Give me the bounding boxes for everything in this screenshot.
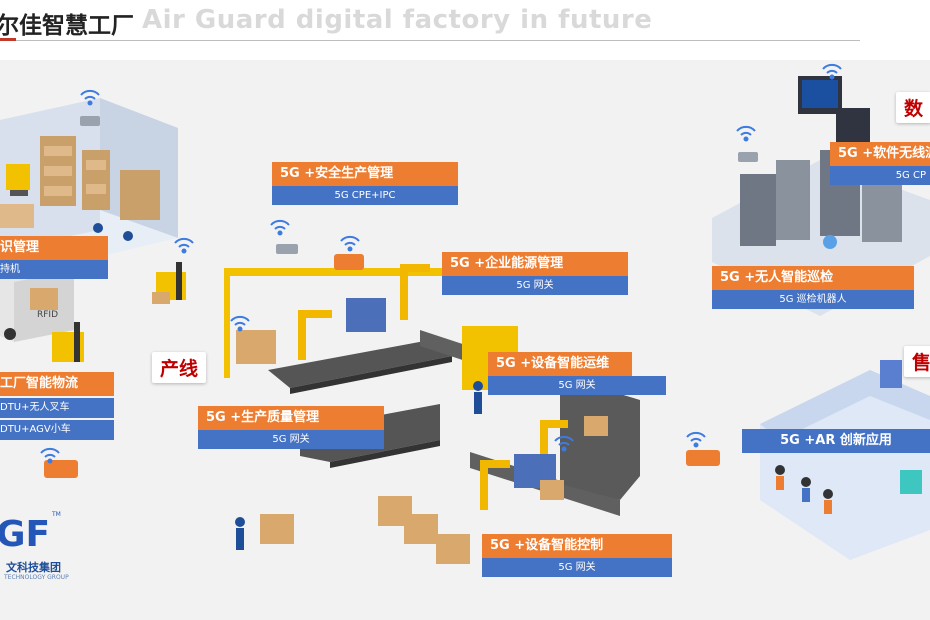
truck-illustration <box>0 262 74 342</box>
header: 尔佳智慧工厂 Air Guard digital factory in futu… <box>0 0 930 46</box>
robot-arms <box>298 264 568 510</box>
label-warehouse-sub: 持机 <box>0 260 108 279</box>
label-control-sub: 5G 网关 <box>482 558 672 577</box>
forklift-illustrations <box>52 262 186 362</box>
label-control-title: 5G +设备智能控制 <box>482 534 672 558</box>
label-quality-management: 5G +生产质量管理 5G 网关 <box>198 406 384 449</box>
header-divider <box>0 40 860 41</box>
label-warehouse: 识管理 持机 <box>0 236 108 279</box>
company-logo: GF TM <box>0 511 61 555</box>
logo-mark: GF <box>0 514 50 555</box>
label-device-control: 5G +设备智能控制 5G 网关 <box>482 534 672 577</box>
label-logistics-title: 工厂智能物流 <box>0 372 114 396</box>
zone-production: 产线 <box>152 352 207 383</box>
machine-left <box>346 298 386 332</box>
label-safety-management: 5G +安全生产管理 5G CPE+IPC <box>272 162 458 205</box>
box-stacks <box>236 330 608 564</box>
worker-figures <box>235 381 483 550</box>
label-quality-title: 5G +生产质量管理 <box>198 406 384 430</box>
logo-company-sub: TECHNOLOGY GROUP <box>4 574 69 581</box>
label-logistics-sub2: DTU+AGV小车 <box>0 420 114 440</box>
label-maintenance: 5G +设备智能运维 5G 网关 <box>488 352 666 395</box>
label-inspection-title: 5G +无人智能巡检 <box>712 266 914 290</box>
label-inspection: 5G +无人智能巡检 5G 巡检机器人 <box>712 266 914 309</box>
zone-data: 数 <box>896 92 930 123</box>
label-maintenance-sub: 5G 网关 <box>488 376 666 395</box>
label-energy-management: 5G +企业能源管理 5G 网关 <box>442 252 628 295</box>
label-software-title: 5G +软件无线派 <box>830 142 930 166</box>
wifi-icons <box>40 63 842 464</box>
page-title: 尔佳智慧工厂 <box>0 13 134 39</box>
label-software-sub: 5G CP <box>830 166 930 185</box>
logo-tm: TM <box>51 511 61 518</box>
label-logistics-sub1: DTU+无人叉车 <box>0 398 114 418</box>
label-software: 5G +软件无线派 5G CP <box>830 142 930 185</box>
agv-mid <box>334 254 364 270</box>
header-accent <box>0 38 16 41</box>
label-energy-title: 5G +企业能源管理 <box>442 252 628 276</box>
camera-icons <box>80 116 758 254</box>
warehouse-illustration <box>0 98 178 262</box>
label-safety-title: 5G +安全生产管理 <box>272 162 458 186</box>
rfid-label: RFID <box>37 310 59 320</box>
label-ar-innovation: 5G +AR 创新应用 <box>742 429 930 453</box>
page-subtitle: Air Guard digital factory in future <box>142 5 653 35</box>
label-energy-sub: 5G 网关 <box>442 276 628 295</box>
label-warehouse-title: 识管理 <box>0 236 108 260</box>
label-logistics: 工厂智能物流 DTU+无人叉车 DTU+AGV小车 <box>0 372 114 440</box>
agv-left <box>44 460 78 478</box>
label-maintenance-title: 5G +设备智能运维 <box>488 352 632 376</box>
label-inspection-sub: 5G 巡检机器人 <box>712 290 914 309</box>
label-quality-sub: 5G 网关 <box>198 430 384 449</box>
zone-sales: 售 <box>904 346 930 377</box>
logo-company-name: 文科技集团 <box>6 561 61 574</box>
agv-right <box>686 450 720 466</box>
ar-area-illustration <box>760 360 930 560</box>
label-safety-sub: 5G CPE+IPC <box>272 186 458 205</box>
